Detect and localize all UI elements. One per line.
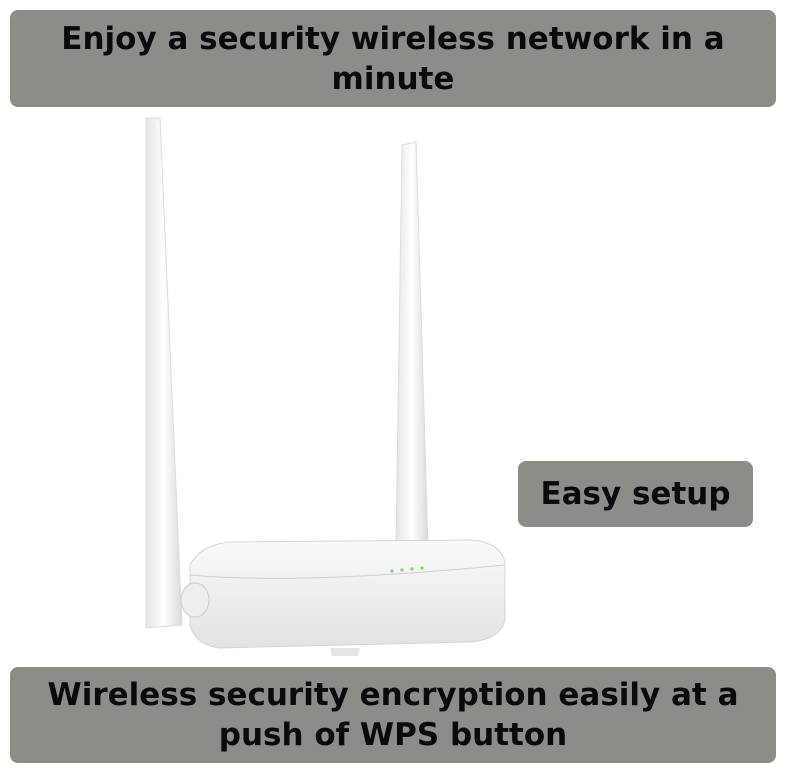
easy-setup-banner: Easy setup: [518, 461, 753, 527]
led-indicators: [390, 566, 424, 573]
router-body: [189, 539, 506, 656]
right-antenna: [395, 141, 429, 546]
headline-text: Enjoy a security wireless network in a m…: [61, 20, 725, 97]
headline-banner: Enjoy a security wireless network in a m…: [10, 10, 776, 107]
easy-setup-text: Easy setup: [540, 476, 731, 512]
wps-text: Wireless security encryption easily at a…: [47, 677, 739, 753]
wps-banner: Wireless security encryption easily at a…: [10, 667, 776, 763]
left-antenna: [145, 117, 210, 629]
